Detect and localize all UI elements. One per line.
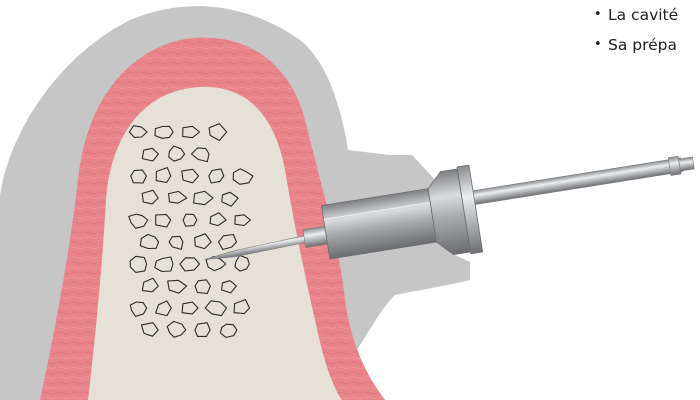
bullet-item: Sa prépa bbox=[594, 34, 678, 64]
caption-bullet-list: La cavité Sa prépa bbox=[594, 4, 678, 64]
bullet-item: La cavité bbox=[594, 4, 678, 34]
